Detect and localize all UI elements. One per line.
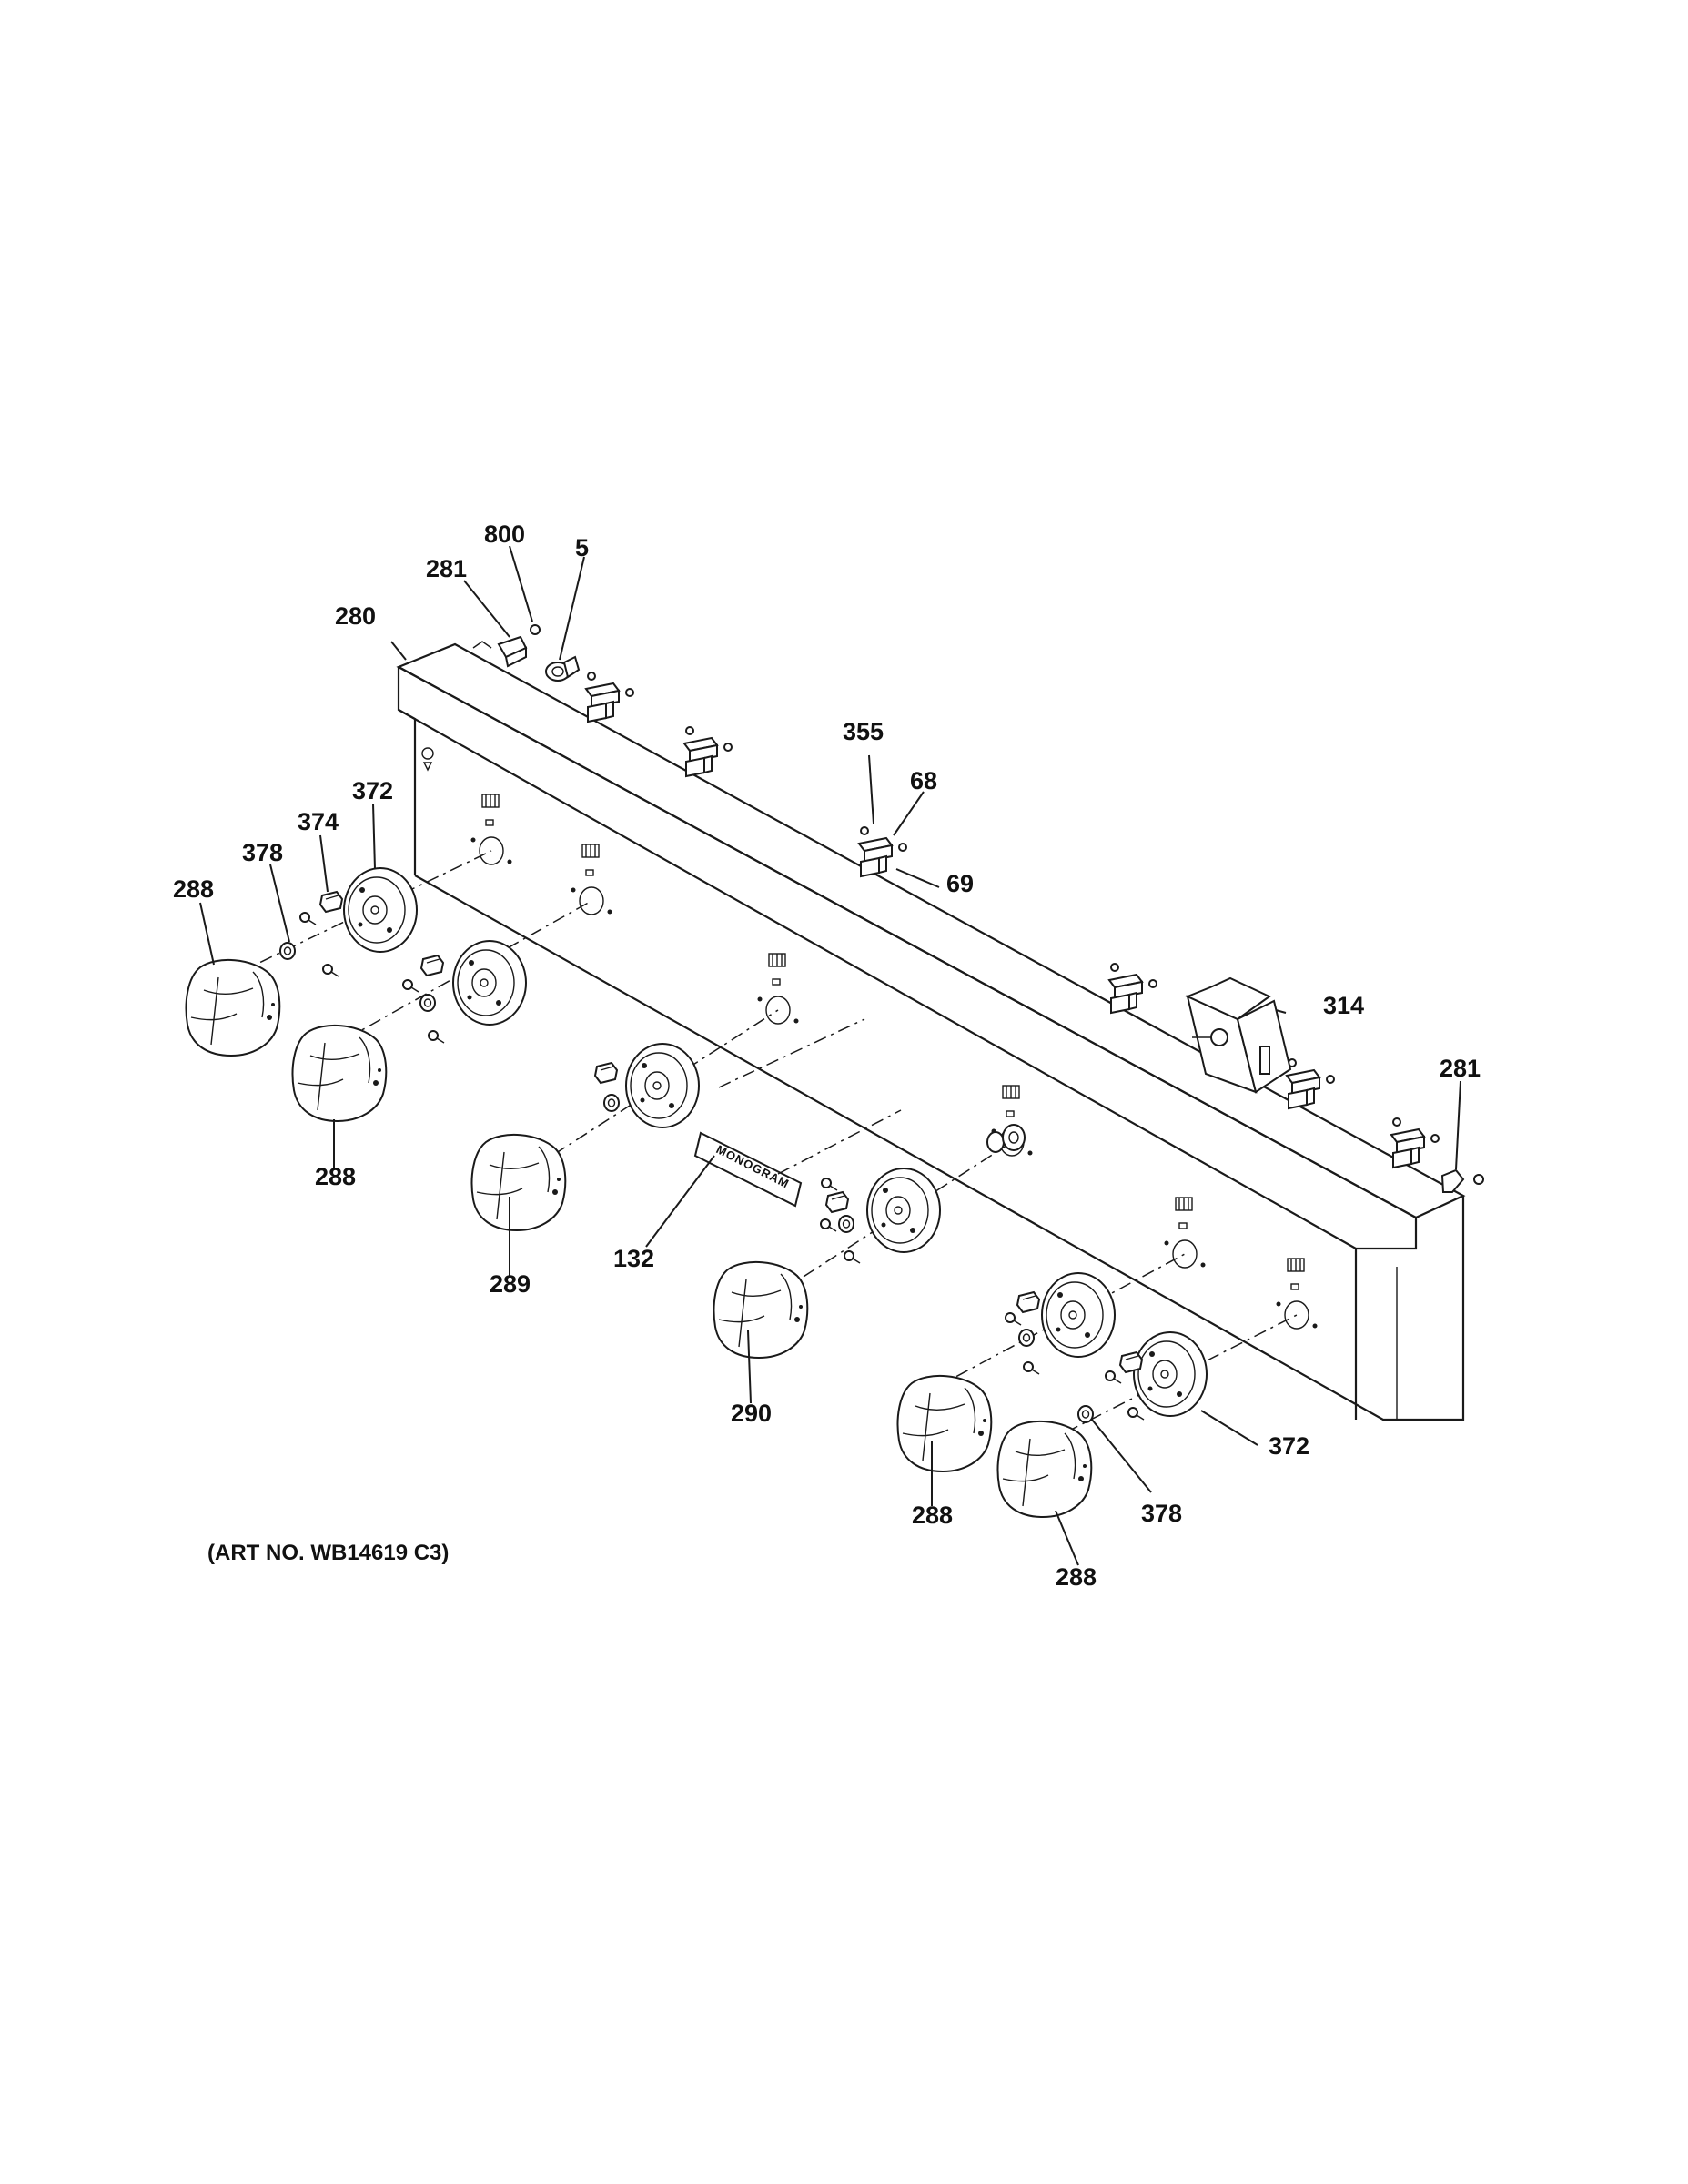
label-289: 289 <box>490 1270 531 1298</box>
label-288-b: 288 <box>315 1163 356 1190</box>
switch-module-314 <box>1185 976 1292 1094</box>
nameplate-132: MONOGRAM <box>693 1131 803 1208</box>
right-bracket-281 <box>1440 1168 1484 1193</box>
label-288-d: 288 <box>1056 1563 1097 1591</box>
label-800: 800 <box>484 521 525 548</box>
label-281-top: 281 <box>426 555 467 582</box>
label-378-left: 378 <box>242 839 283 866</box>
label-132: 132 <box>613 1245 654 1272</box>
label-374: 374 <box>298 808 339 835</box>
backguard-panel <box>396 641 1466 1421</box>
top-brackets <box>585 672 1440 1168</box>
label-69: 69 <box>946 870 974 897</box>
label-288-a: 288 <box>173 875 214 903</box>
label-372-right: 372 <box>1269 1432 1309 1460</box>
label-355: 355 <box>843 718 884 745</box>
indicator-light-assembly <box>497 624 581 682</box>
label-290: 290 <box>731 1400 772 1427</box>
fasteners <box>279 891 1145 1423</box>
art-number: (ART NO. WB14619 C3) <box>207 1541 449 1565</box>
label-280: 280 <box>335 602 376 630</box>
label-5: 5 <box>575 534 589 561</box>
label-372-left: 372 <box>352 777 393 804</box>
label-378-right: 378 <box>1141 1500 1182 1527</box>
label-68: 68 <box>910 767 937 794</box>
leader-lines <box>199 545 1461 1566</box>
label-281-right: 281 <box>1440 1055 1481 1082</box>
label-314: 314 <box>1323 992 1364 1019</box>
part-labels: 800 5 281 280 355 68 69 372 374 378 288 … <box>173 521 1481 1591</box>
knobs <box>185 958 1093 1518</box>
label-288-c: 288 <box>912 1502 953 1529</box>
